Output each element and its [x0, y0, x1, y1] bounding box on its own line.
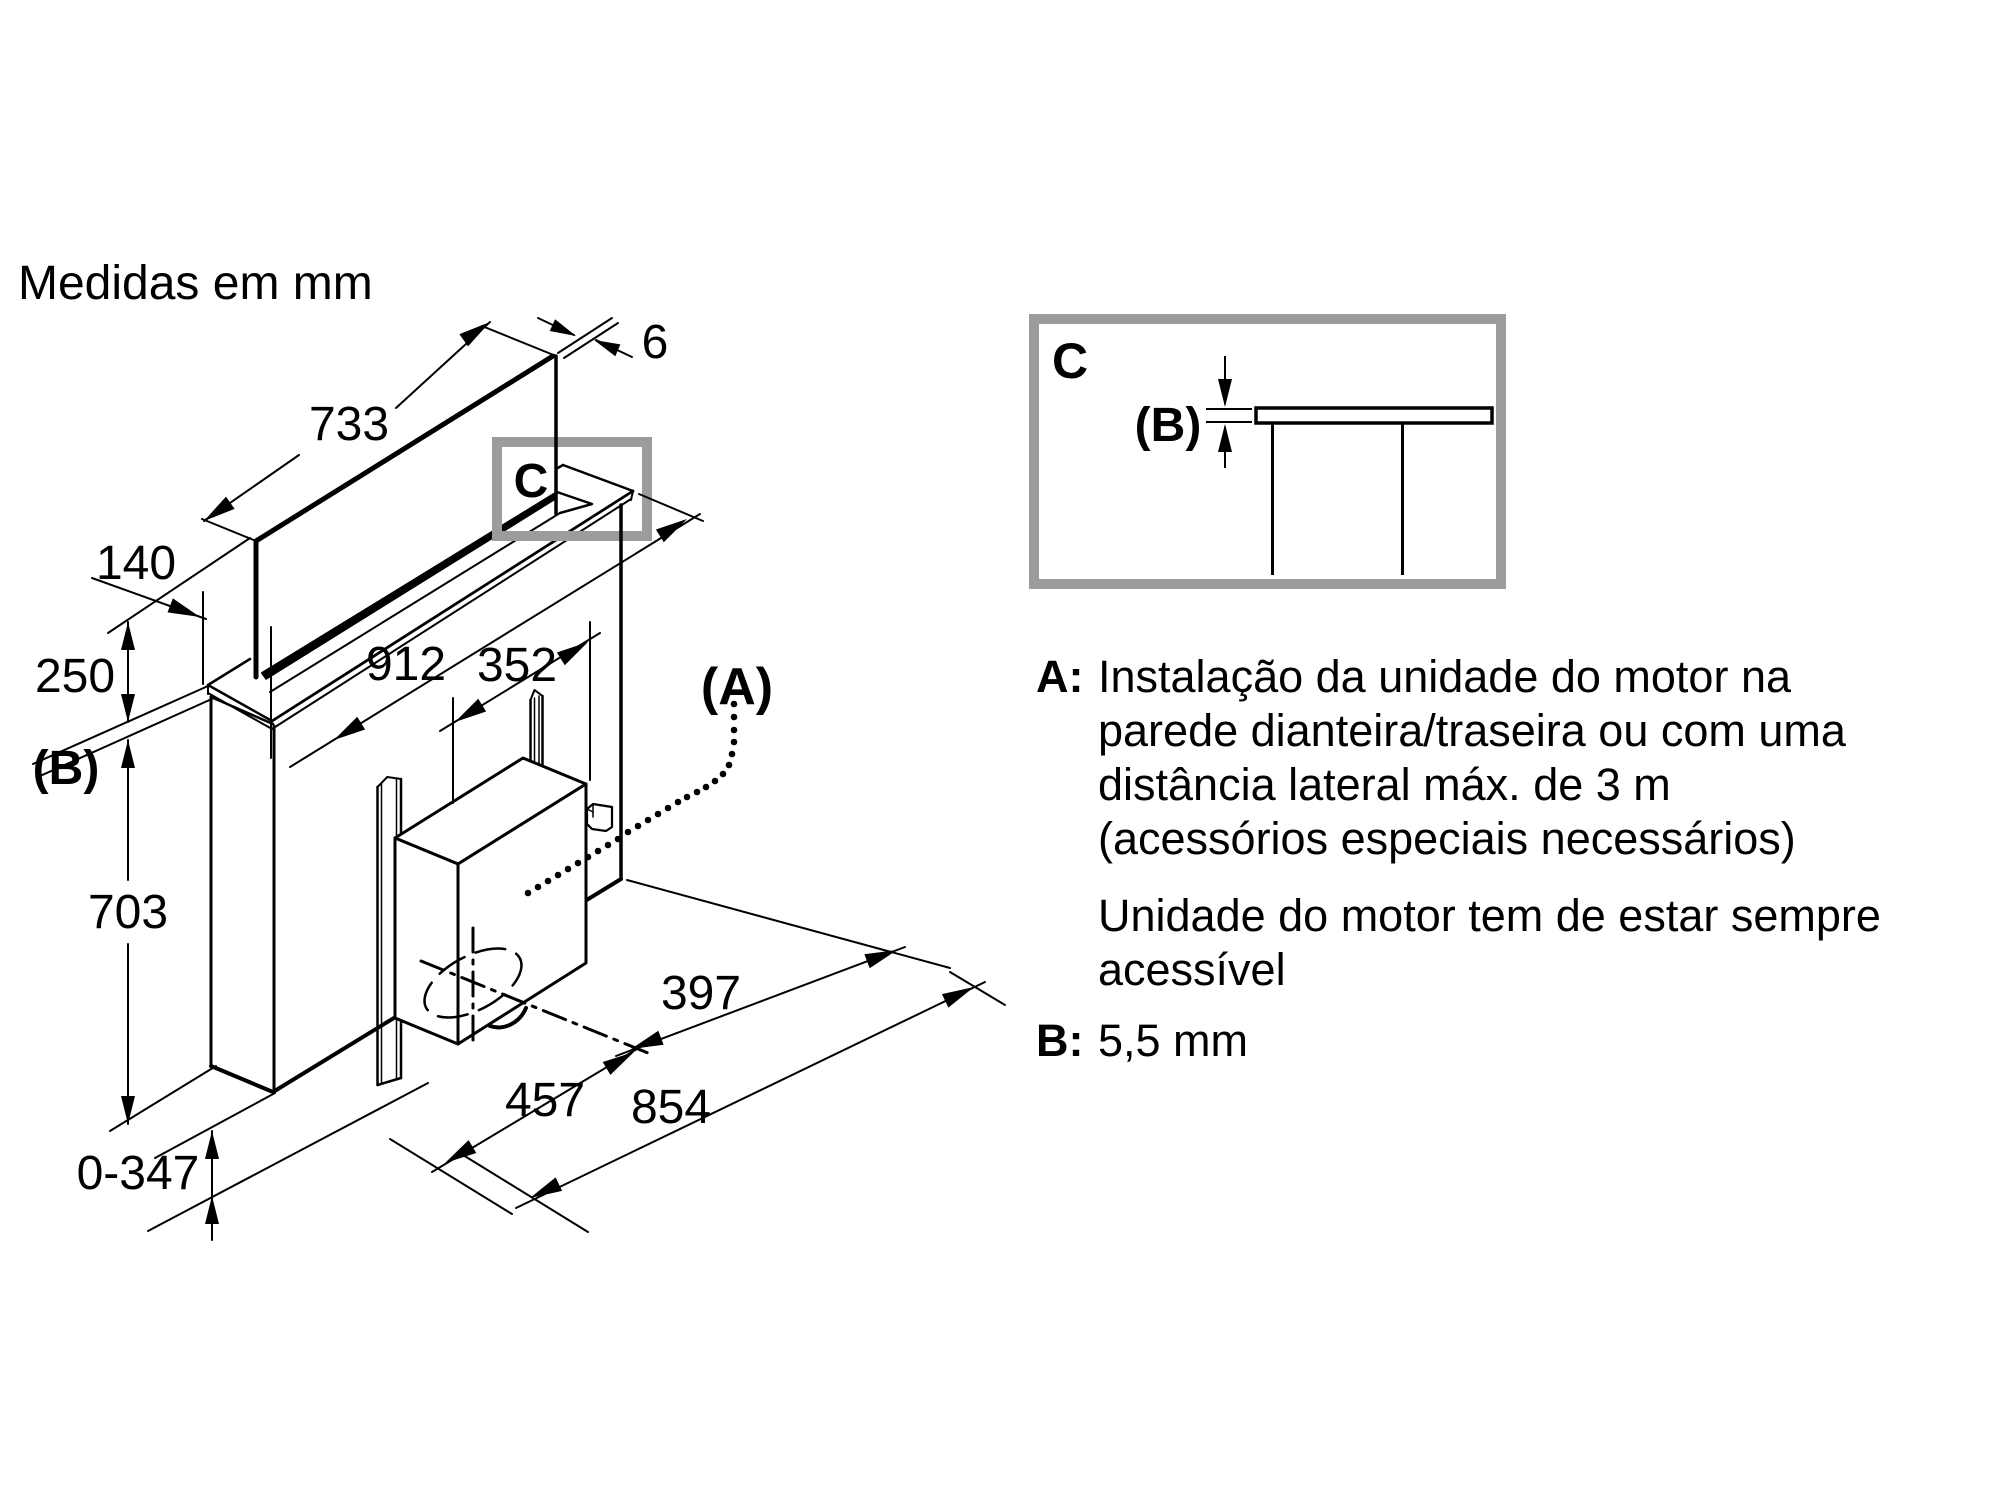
housing-duct-box — [209, 695, 623, 1094]
note-a-line5: Unidade do motor tem de estar sempre — [1098, 890, 1881, 941]
power-plug — [585, 802, 614, 833]
labels: Medidas em mm 733 6 140 250 (B) 703 0-34… — [18, 257, 1881, 1200]
note-a-line4: (acessórios especiais necessários) — [1098, 813, 1796, 864]
note-a-line1: Instalação da unidade do motor na — [1098, 651, 1792, 702]
leader-dots-a — [524, 700, 738, 897]
note-a-line6: acessível — [1098, 944, 1286, 995]
note-a-line3: distância lateral máx. de 3 m — [1098, 759, 1671, 810]
drawing-title: Medidas em mm — [18, 257, 373, 310]
inset-c-label: C — [1052, 333, 1088, 389]
dim-label-457: 457 — [505, 1074, 585, 1127]
dimension-733 — [201, 321, 557, 542]
ref-label-a: (A) — [701, 658, 773, 716]
gap-b-reference-lines — [32, 685, 215, 777]
dim-label-703: 703 — [88, 886, 168, 939]
note-b-value: 5,5 mm — [1098, 1015, 1248, 1066]
dim-label-352: 352 — [477, 639, 557, 692]
note-a-line2: parede dianteira/traseira ou com uma — [1098, 705, 1847, 756]
detail-c-frame — [492, 437, 652, 541]
dim-label-733: 733 — [309, 398, 389, 451]
overlay-lines — [270, 354, 704, 881]
detail-c-label: C — [514, 455, 549, 508]
dim-label-397: 397 — [661, 967, 741, 1020]
dimension-457 — [389, 1039, 653, 1215]
dimension-703 — [109, 739, 217, 1132]
note-a-key: A: — [1036, 651, 1083, 702]
dimension-6 — [537, 317, 633, 359]
dimension-250 — [121, 621, 135, 723]
outlet-circle — [419, 926, 650, 1055]
motor-unit-box — [393, 756, 588, 1046]
inset-counter-plate — [1254, 406, 1494, 425]
note-b-key: B: — [1036, 1015, 1083, 1066]
glass-panel — [253, 353, 556, 680]
ref-label-b: (B) — [33, 742, 100, 795]
inset-frame — [1029, 314, 1506, 589]
downdraft-hood-figure — [32, 317, 1006, 1241]
dim-label-854: 854 — [631, 1081, 711, 1134]
extension-panel-plane — [107, 537, 251, 634]
dim-label-140: 140 — [96, 537, 176, 590]
dimension-352 — [439, 621, 601, 804]
dimension-397 — [615, 879, 951, 1057]
dimension-912 — [270, 493, 704, 768]
dim-label-250: 250 — [35, 650, 115, 703]
dimension-854 — [462, 971, 1006, 1233]
detail-c-inset — [1029, 314, 1506, 589]
dim-label-0-347: 0-347 — [77, 1147, 200, 1200]
dim-label-912: 912 — [366, 638, 446, 691]
inset-b-label: (B) — [1135, 399, 1202, 452]
dim-label-6: 6 — [642, 316, 669, 369]
dimension-0-347 — [147, 1082, 429, 1241]
dimension-140 — [91, 577, 207, 685]
